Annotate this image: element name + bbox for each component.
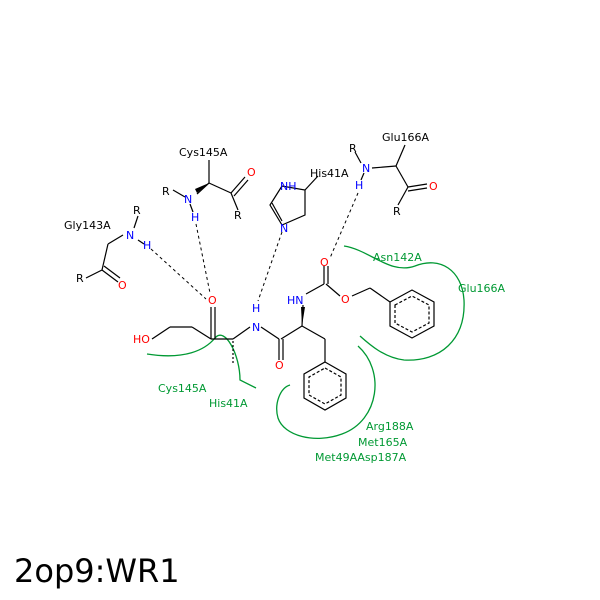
atom-h-cys: H bbox=[191, 211, 199, 224]
arc-cys-his bbox=[146, 334, 257, 389]
atom-n-gly: N bbox=[126, 229, 134, 242]
label-his41a-bottom: His41A bbox=[209, 397, 248, 410]
label-asn142a: Asn142A bbox=[373, 251, 422, 264]
atom-h-amide: H bbox=[252, 302, 260, 315]
atom-r-gly: R bbox=[133, 204, 141, 217]
atom-o-ester: O bbox=[341, 293, 350, 306]
atom-h-gly: H bbox=[143, 239, 151, 252]
atom-o-carbonyl: O bbox=[320, 256, 329, 269]
atom-n-his: N bbox=[280, 222, 288, 235]
atom-h-glu: H bbox=[355, 179, 363, 192]
label-his41a-top: His41A bbox=[310, 167, 349, 180]
atom-r-cys: R bbox=[162, 185, 170, 198]
hydrophobic-arcs bbox=[146, 245, 465, 439]
arc-asn-glu bbox=[343, 245, 465, 361]
ligand-bonds bbox=[151, 266, 435, 411]
imidazole-ring bbox=[269, 185, 306, 226]
figure-title: 2op9:WR1 bbox=[14, 552, 180, 590]
hydrogen-bonds bbox=[150, 192, 359, 302]
label-glu166a-side: Glu166A bbox=[458, 282, 506, 295]
atom-o-amide: O bbox=[275, 359, 284, 372]
label-cys145a-top: Cys145A bbox=[179, 146, 228, 159]
atom-r-glu2: R bbox=[393, 205, 401, 218]
atom-hn-carbamate: HN bbox=[287, 294, 304, 307]
atom-n-cys: N bbox=[184, 193, 192, 206]
hbond-gly-ketone bbox=[150, 248, 207, 300]
label-met165a: Met165A bbox=[358, 436, 408, 449]
atom-n-amide: N bbox=[252, 321, 260, 334]
label-cys145a-bottom: Cys145A bbox=[158, 382, 207, 395]
atom-n-glu: N bbox=[362, 162, 370, 175]
atom-o-cys: O bbox=[247, 166, 256, 179]
atom-nh-his: NH bbox=[280, 180, 297, 193]
phenyl-ring-1 bbox=[389, 289, 435, 339]
atom-ho: HO bbox=[133, 333, 150, 346]
arc-arg-met bbox=[276, 345, 376, 439]
atom-o-ketone: O bbox=[208, 294, 217, 307]
hbond-cys-ketone bbox=[195, 223, 211, 294]
hbond-his-nh bbox=[257, 231, 283, 302]
atom-r-glu: R bbox=[349, 142, 357, 155]
residue-bonds bbox=[85, 144, 428, 283]
atom-r-gly2: R bbox=[76, 272, 84, 285]
label-glu166a-top: Glu166A bbox=[382, 131, 430, 144]
atom-o-gly: O bbox=[118, 279, 127, 292]
wedge-cys bbox=[195, 183, 209, 193]
phenyl-ring-2 bbox=[303, 361, 347, 411]
atom-labels: N H R R O N H R R O NH N N H R R O HO O … bbox=[76, 142, 438, 372]
label-gly143a: Gly143A bbox=[64, 219, 111, 232]
atom-o-glu: O bbox=[429, 180, 438, 193]
atom-r-cys2: R bbox=[234, 209, 242, 222]
label-met49a-asp187a: Met49AAsp187A bbox=[315, 451, 407, 464]
residue-labels: Cys145A Gly143A His41A Glu166A Asn142A G… bbox=[64, 131, 506, 464]
label-arg188a: Arg188A bbox=[366, 420, 414, 433]
wedge-phe bbox=[301, 307, 305, 326]
